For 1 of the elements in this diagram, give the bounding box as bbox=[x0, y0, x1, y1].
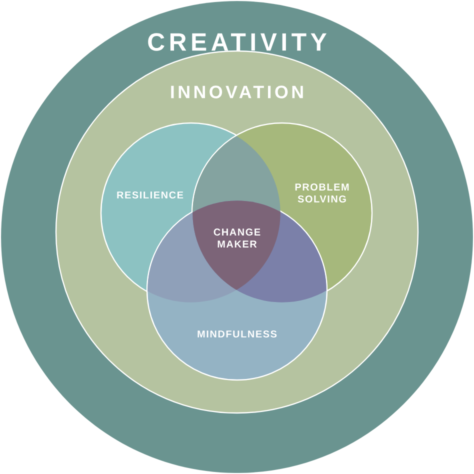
center-region: CHANGE MAKER bbox=[214, 228, 260, 248]
